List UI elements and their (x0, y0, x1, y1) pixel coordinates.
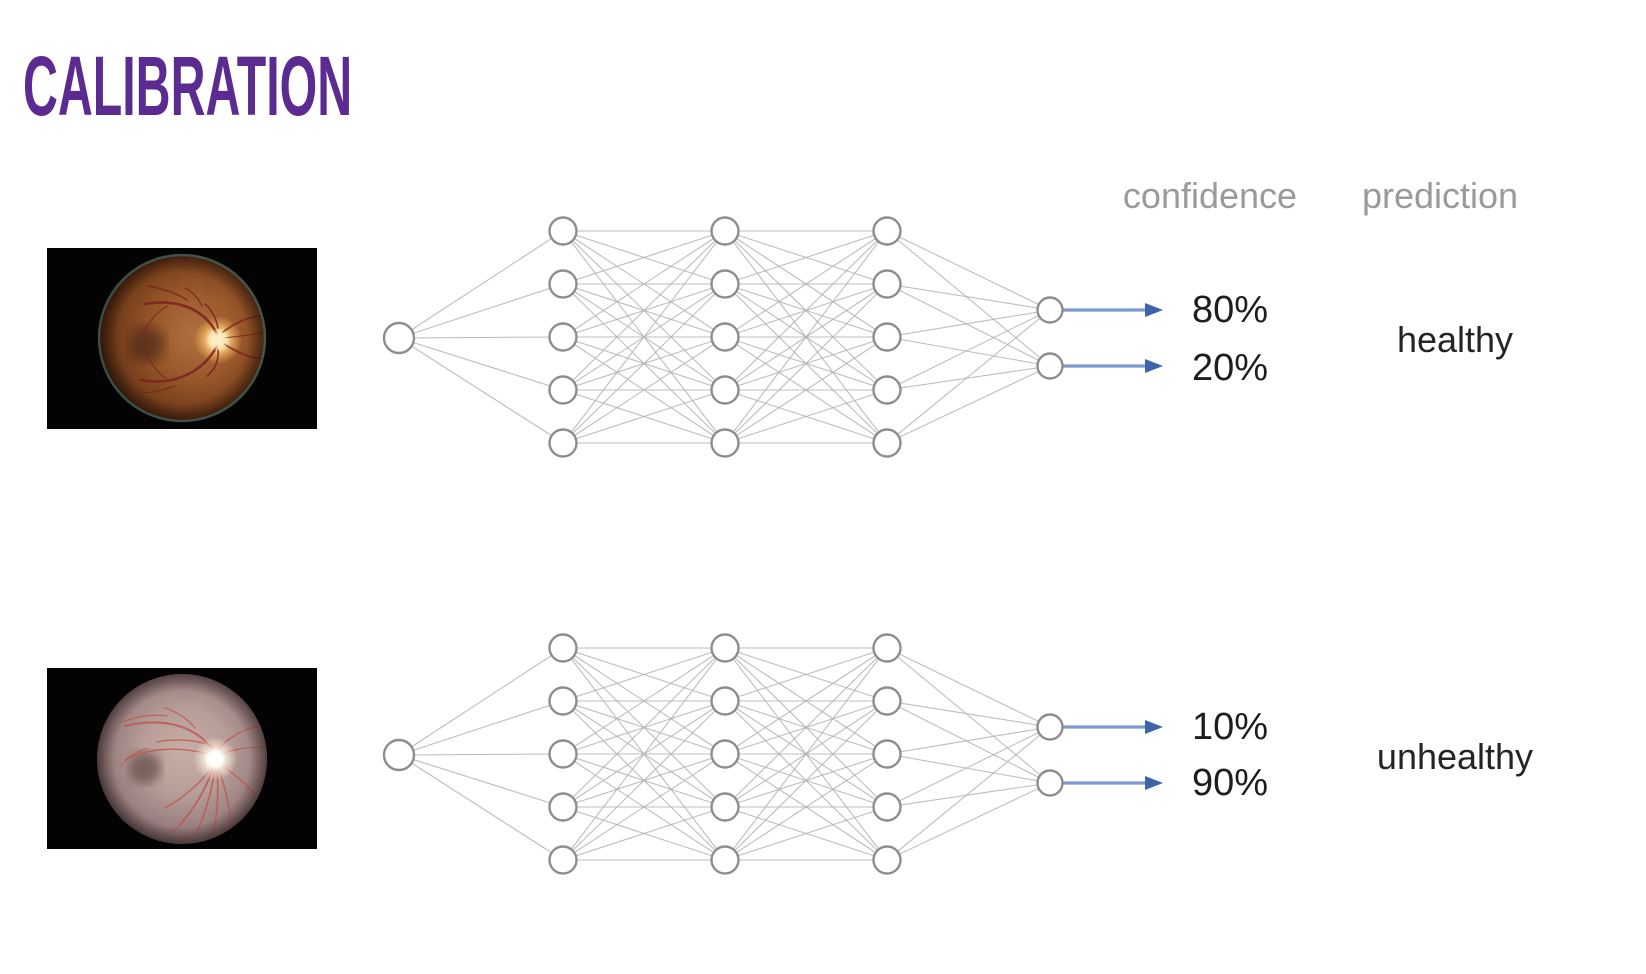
neural-network-diagram (365, 607, 1175, 907)
retina-image-unhealthy (47, 668, 317, 849)
neural-network-diagram (365, 190, 1175, 490)
confidence-value: 90% (1191, 762, 1269, 804)
retina-image-healthy (47, 248, 317, 429)
confidence-value: 20% (1191, 347, 1269, 389)
retina-image-healthy-graphic (47, 248, 317, 429)
column-header-confidence: confidence (1122, 175, 1298, 216)
confidence-value: 80% (1191, 289, 1269, 331)
confidence-value: 10% (1191, 706, 1269, 748)
slide-title: CALIBRATION (23, 39, 353, 133)
retina-image-unhealthy-graphic (47, 668, 317, 849)
prediction-label: unhealthy (1376, 736, 1534, 777)
column-header-prediction: prediction (1361, 175, 1519, 216)
prediction-label: healthy (1396, 319, 1514, 360)
